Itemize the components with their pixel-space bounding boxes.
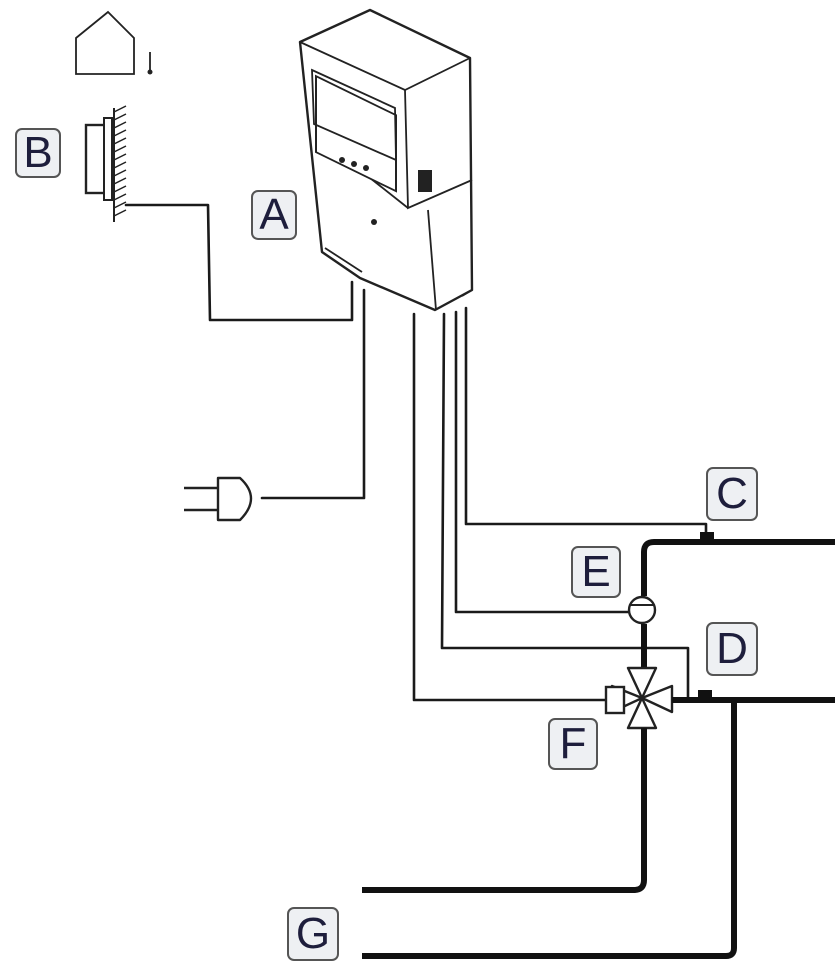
wall-sensor-icon bbox=[84, 105, 127, 222]
label-c: C bbox=[706, 467, 758, 521]
label-e: E bbox=[571, 546, 621, 598]
plug-icon bbox=[184, 476, 253, 522]
label-a: A bbox=[251, 190, 297, 240]
controller-icon bbox=[298, 8, 474, 312]
label-f: F bbox=[548, 718, 598, 770]
label-g: G bbox=[287, 907, 339, 961]
label-d: D bbox=[706, 622, 758, 676]
mixing-valve-icon bbox=[604, 666, 674, 730]
pump-icon bbox=[627, 595, 657, 625]
label-b: B bbox=[15, 128, 61, 178]
house-icon bbox=[75, 10, 153, 75]
